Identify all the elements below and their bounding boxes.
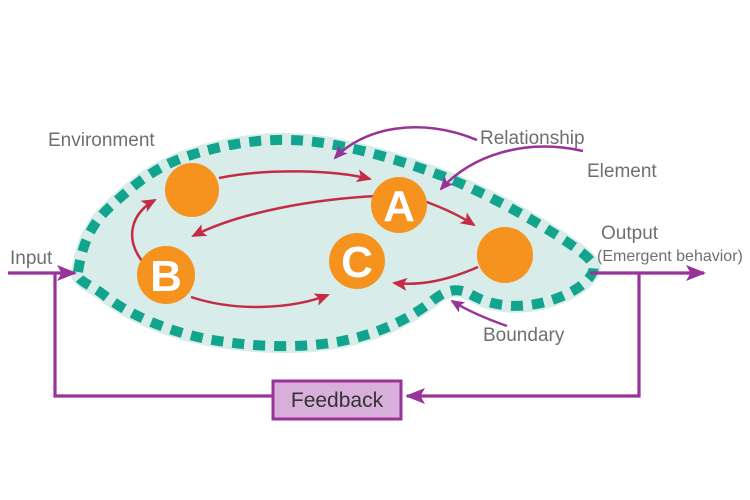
node-b-letter: B — [150, 252, 182, 301]
feedback-return-right-line — [405, 274, 641, 404]
feedback-box — [271, 379, 403, 421]
element-pointer-line — [439, 145, 584, 191]
feedback-return-left-line — [53, 274, 273, 398]
node-a-circle — [371, 177, 427, 233]
node-c-letter: C — [341, 238, 373, 287]
element-nodes: A B C — [137, 163, 533, 304]
output-sublabel: (Emergent behavior) — [597, 248, 743, 265]
environment-label: Environment — [48, 130, 155, 151]
edge-topleft-to-a — [218, 169, 372, 183]
feedback-box-label: Feedback — [291, 389, 384, 412]
relationship-pointer-line — [333, 126, 478, 160]
element-label: Element — [587, 161, 657, 182]
relationship-label: Relationship — [480, 128, 585, 149]
boundary-dashed-outline — [72, 134, 599, 352]
flow-lines — [8, 265, 706, 404]
input-label: Input — [10, 248, 53, 269]
edge-b-to-c — [190, 293, 330, 309]
edge-a-to-right — [423, 199, 476, 227]
edge-a-to-b — [191, 194, 377, 238]
node-right-circle — [477, 227, 533, 283]
boundary-pointer-line — [450, 299, 508, 328]
relationship-arrows — [130, 169, 479, 309]
annotation-pointers — [333, 126, 584, 328]
edge-right-to-c — [392, 265, 479, 291]
node-top-left-circle — [165, 163, 219, 217]
output-label: Output — [601, 223, 659, 244]
node-a-letter: A — [383, 182, 415, 231]
edge-b-to-topleft — [130, 198, 157, 262]
node-b-circle — [137, 246, 195, 304]
boundary-label: Boundary — [483, 325, 565, 346]
node-c-circle — [329, 233, 385, 289]
